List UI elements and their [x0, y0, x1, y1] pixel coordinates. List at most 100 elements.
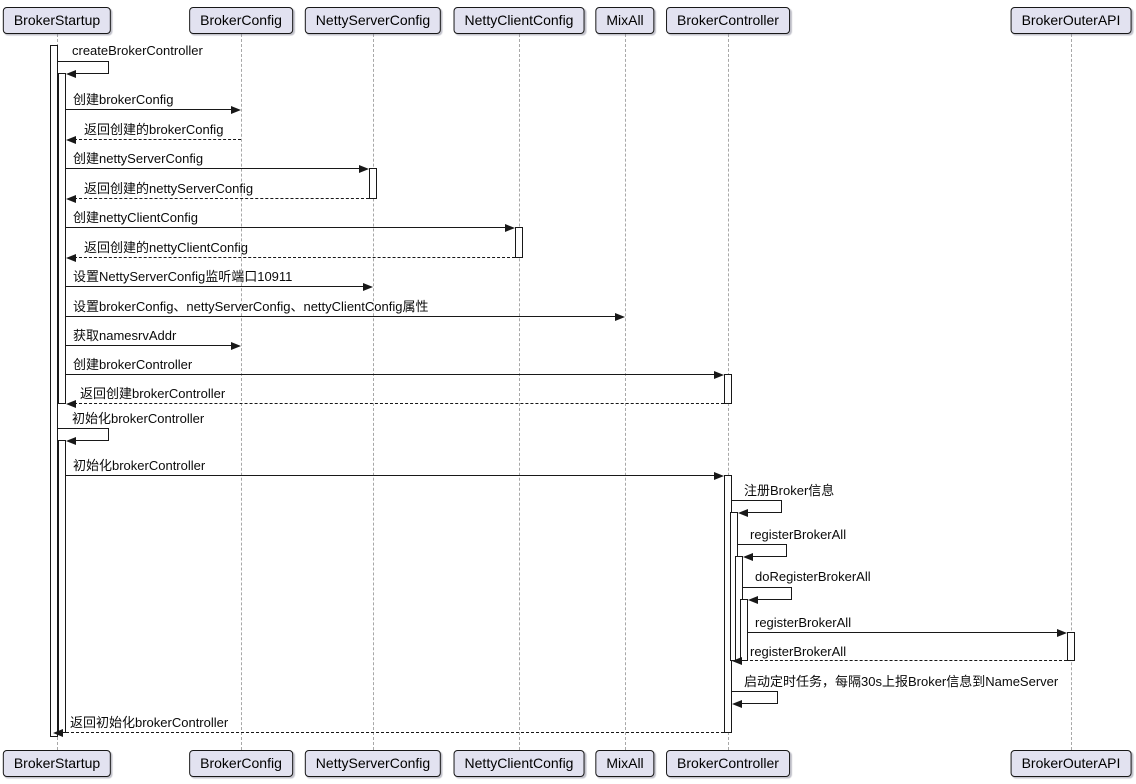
- activation-bar-brokercontroller: [724, 374, 732, 404]
- participant-bottom-nettyserverconfig: NettyServerConfig: [304, 750, 442, 777]
- self-message-line: [74, 73, 109, 74]
- message-line: [66, 345, 233, 346]
- participant-bottom-brokerconfig: BrokerConfig: [189, 750, 293, 777]
- message-label: 创建nettyClientConfig: [73, 210, 198, 225]
- message-label: 返回创建的nettyServerConfig: [84, 181, 254, 196]
- self-message-line: [108, 428, 109, 441]
- message-label: 设置brokerConfig、nettyServerConfig、nettyCl…: [73, 299, 429, 314]
- participant-top-mixall: MixAll: [595, 7, 655, 34]
- message-label: 启动定时任务，每隔30s上报Broker信息到NameServer: [744, 674, 1059, 689]
- self-message-line: [781, 500, 782, 513]
- self-message-line: [732, 691, 778, 692]
- message-line: [74, 198, 369, 199]
- arrowhead-icon: [66, 69, 76, 78]
- arrowhead-icon: [738, 508, 748, 517]
- participant-top-brokerouterapi: BrokerOuterAPI: [1010, 7, 1132, 34]
- participant-bottom-mixall: MixAll: [595, 750, 655, 777]
- activation-bar-brokerouterapi: [1067, 632, 1075, 661]
- activation-bar-brokerstartup: [50, 45, 58, 737]
- message-line: [74, 139, 241, 140]
- activation-bar-nettyserverconfig: [369, 168, 377, 199]
- lifeline-brokerconfig: [241, 34, 242, 750]
- self-message-line: [756, 599, 792, 600]
- message-line: [74, 257, 515, 258]
- participant-bottom-nettyclientconfig: NettyClientConfig: [453, 750, 585, 777]
- self-message-line: [751, 556, 787, 557]
- self-message-line: [746, 512, 782, 513]
- arrowhead-icon: [363, 282, 373, 291]
- message-line: [74, 403, 724, 404]
- self-message-line: [791, 587, 792, 600]
- arrowhead-icon: [714, 471, 724, 480]
- lifeline-nettyclientconfig: [519, 34, 520, 750]
- message-label: registerBrokerAll: [755, 615, 852, 630]
- arrowhead-icon: [743, 552, 753, 561]
- participant-top-brokerstartup: BrokerStartup: [2, 7, 112, 34]
- activation-bar-brokerstartup: [58, 440, 66, 733]
- message-label: registerBrokerAll: [750, 644, 847, 659]
- self-message-line: [743, 587, 792, 588]
- message-label: doRegisterBrokerAll: [755, 569, 871, 584]
- arrowhead-icon: [66, 399, 76, 408]
- participant-bottom-brokerouterapi: BrokerOuterAPI: [1010, 750, 1132, 777]
- message-line: [66, 316, 617, 317]
- arrowhead-icon: [53, 728, 63, 737]
- message-label: registerBrokerAll: [750, 527, 847, 542]
- message-label: 创建nettyServerConfig: [73, 151, 204, 166]
- arrowhead-icon: [732, 699, 742, 708]
- message-label: 设置NettyServerConfig监听端口10911: [73, 269, 293, 284]
- arrowhead-icon: [231, 341, 241, 350]
- arrowhead-icon: [748, 595, 758, 604]
- message-line: [748, 632, 1059, 633]
- message-label: 初始化brokerController: [72, 411, 205, 426]
- message-line: [740, 660, 1067, 661]
- self-message-line: [786, 544, 787, 557]
- participant-top-nettyserverconfig: NettyServerConfig: [304, 7, 442, 34]
- lifeline-mixall: [625, 34, 626, 750]
- message-label: 注册Broker信息: [744, 483, 835, 498]
- self-message-line: [738, 544, 787, 545]
- message-line: [66, 168, 361, 169]
- arrowhead-icon: [359, 164, 369, 173]
- self-message-line: [732, 500, 782, 501]
- message-line: [66, 475, 716, 476]
- message-label: 返回创建brokerController: [80, 386, 226, 401]
- arrowhead-icon: [732, 656, 742, 665]
- message-label: 返回创建的brokerConfig: [84, 122, 224, 137]
- message-label: 返回初始化brokerController: [70, 715, 229, 730]
- message-line: [66, 109, 233, 110]
- activation-bar-brokerstartup: [58, 73, 66, 404]
- message-line: [61, 732, 724, 733]
- arrowhead-icon: [231, 105, 241, 114]
- participant-top-brokercontroller: BrokerController: [666, 7, 790, 34]
- self-message-line: [74, 440, 109, 441]
- message-line: [66, 374, 716, 375]
- arrowhead-icon: [714, 370, 724, 379]
- participant-bottom-brokerstartup: BrokerStartup: [2, 750, 112, 777]
- arrowhead-icon: [66, 436, 76, 445]
- lifeline-brokerouterapi: [1071, 34, 1072, 750]
- activation-bar-brokercontroller: [740, 599, 748, 661]
- arrowhead-icon: [66, 135, 76, 144]
- self-message-line: [108, 61, 109, 74]
- self-message-line: [58, 428, 109, 429]
- arrowhead-icon: [505, 223, 515, 232]
- message-label: 获取namesrvAddr: [73, 328, 177, 343]
- self-message-line: [777, 691, 778, 704]
- lifeline-nettyserverconfig: [373, 34, 374, 750]
- participant-top-nettyclientconfig: NettyClientConfig: [453, 7, 585, 34]
- participant-top-brokerconfig: BrokerConfig: [189, 7, 293, 34]
- message-line: [66, 286, 365, 287]
- message-label: 初始化brokerController: [73, 458, 206, 473]
- self-message-line: [58, 61, 109, 62]
- arrowhead-icon: [615, 312, 625, 321]
- participant-bottom-brokercontroller: BrokerController: [666, 750, 790, 777]
- message-line: [66, 227, 507, 228]
- arrowhead-icon: [66, 253, 76, 262]
- message-label: 创建brokerController: [73, 357, 193, 372]
- message-label: 创建brokerConfig: [73, 92, 174, 107]
- activation-bar-nettyclientconfig: [515, 227, 523, 258]
- message-label: 返回创建的nettyClientConfig: [84, 240, 248, 255]
- arrowhead-icon: [66, 194, 76, 203]
